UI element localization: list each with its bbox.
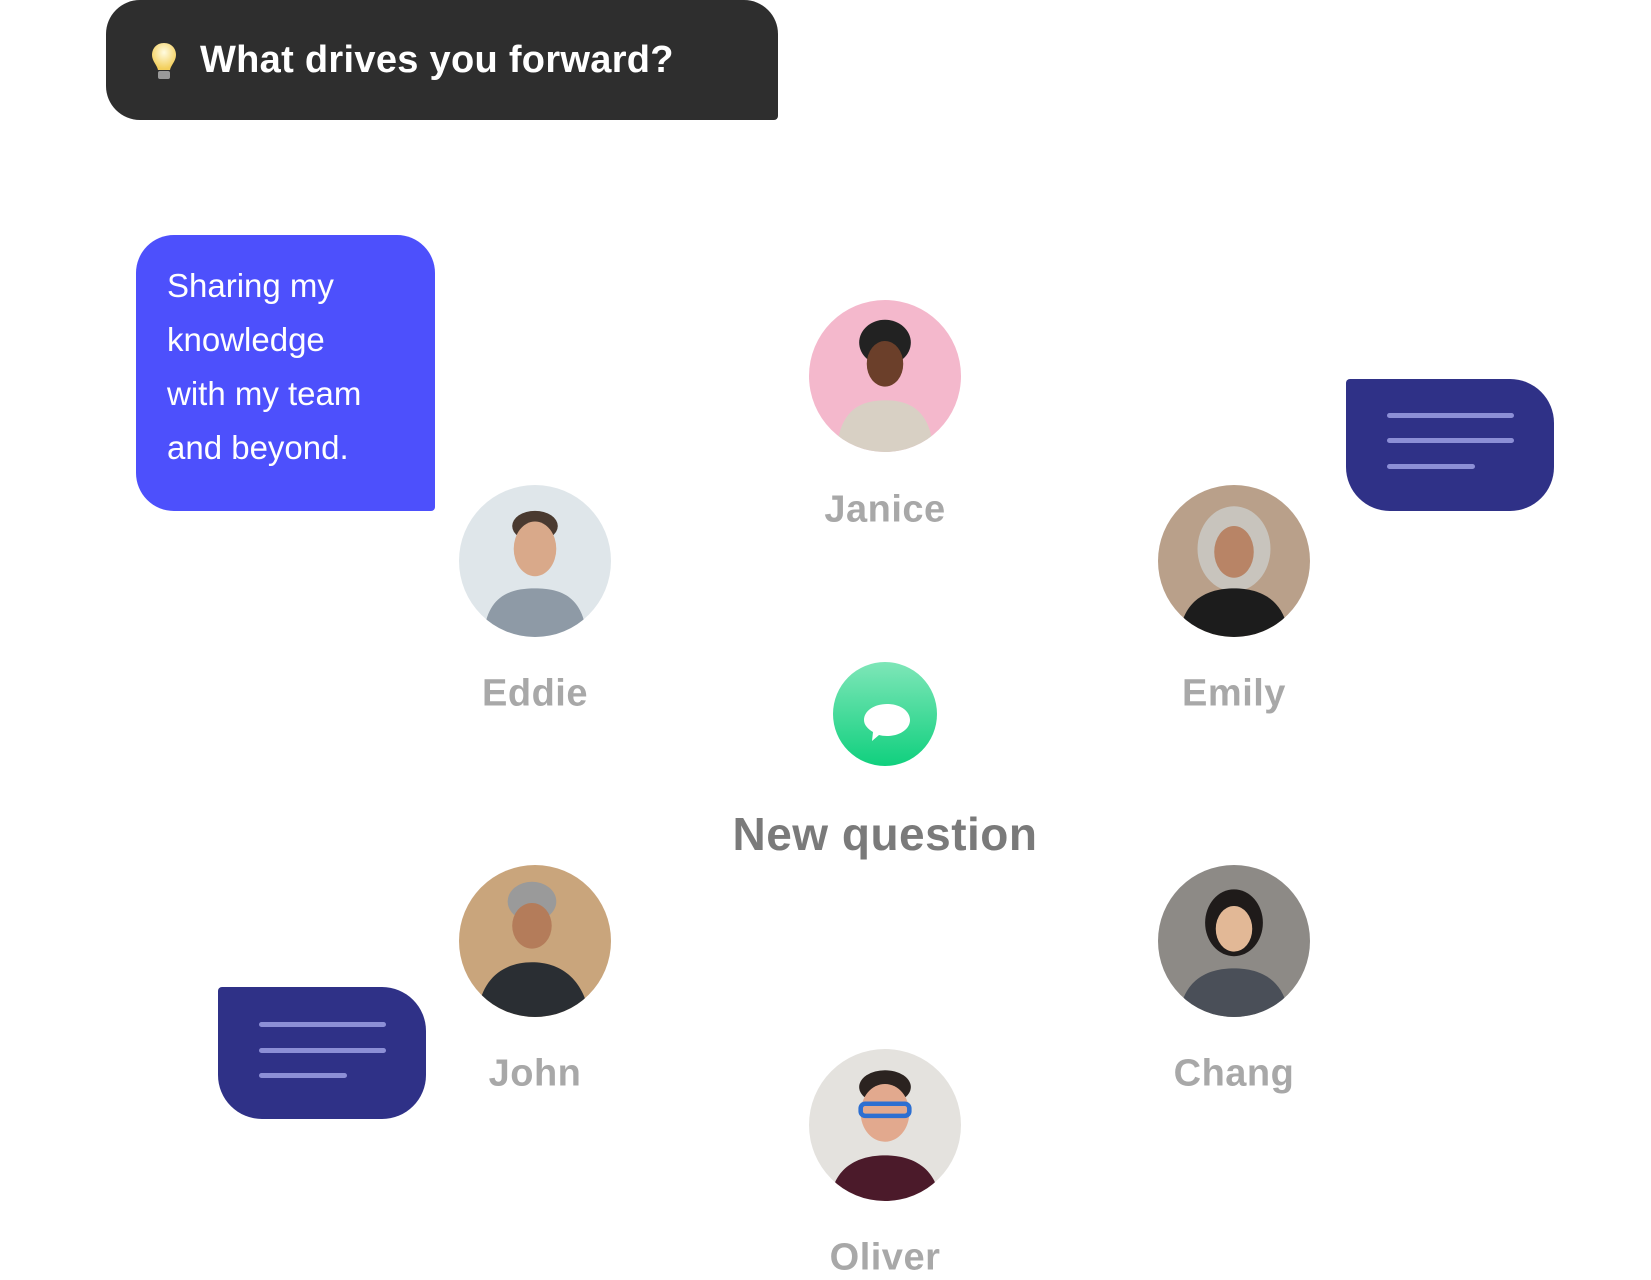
avatar-eddie[interactable] [459, 485, 611, 637]
avatar-chang[interactable] [1158, 865, 1310, 1017]
placeholder-message-bubble [1346, 379, 1554, 511]
text-line [1387, 438, 1514, 443]
avatar-janice[interactable] [809, 300, 961, 452]
avatar-john[interactable] [459, 865, 611, 1017]
answer-line: knowledge [167, 321, 325, 358]
answer-line: Sharing my [167, 267, 334, 304]
answer-bubble: Sharing my knowledge with my team and be… [136, 235, 435, 511]
new-question-button[interactable] [833, 662, 937, 766]
avatar-emily[interactable] [1158, 485, 1310, 637]
question-header: What drives you forward? [106, 0, 778, 120]
person-name: John [488, 1052, 582, 1095]
text-line [259, 1048, 386, 1053]
person-name: Chang [1173, 1052, 1295, 1095]
placeholder-message-bubble [218, 987, 426, 1119]
person-name: Janice [824, 488, 946, 531]
text-line [259, 1073, 347, 1078]
person-name: Emily [1182, 672, 1286, 715]
chat-bubble-icon [864, 704, 910, 741]
person-name: Eddie [482, 672, 588, 715]
text-line [1387, 464, 1475, 469]
person-name: Oliver [829, 1236, 941, 1279]
question-title: What drives you forward? [200, 38, 674, 81]
avatar-oliver[interactable] [809, 1049, 961, 1201]
lightbulb-icon [152, 43, 176, 79]
answer-line: and beyond. [167, 429, 349, 466]
answer-line: with my team [167, 375, 362, 412]
text-line [259, 1022, 386, 1027]
text-line [1387, 413, 1514, 418]
new-question-label[interactable]: New question [732, 808, 1038, 860]
